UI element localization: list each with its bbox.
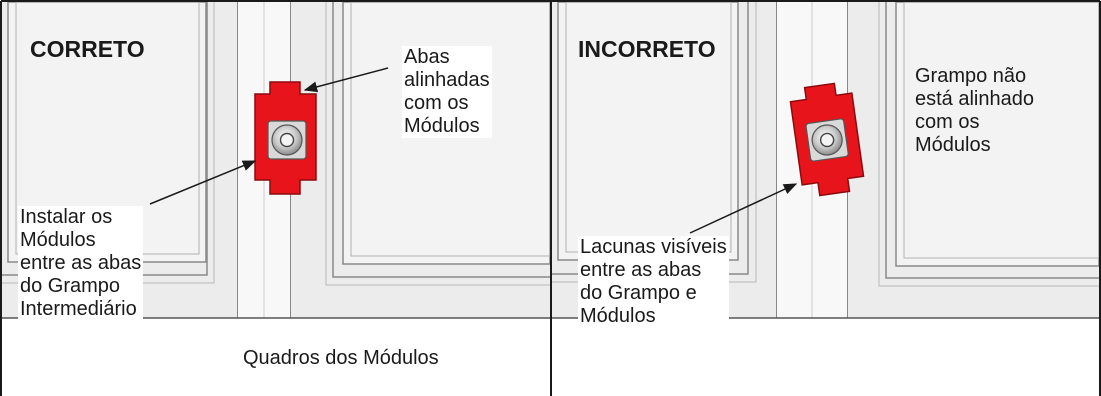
incorrect-panel xyxy=(552,1,1100,319)
incorrect-heading: INCORRETO xyxy=(578,36,716,62)
callout-tabs-aligned: Abas alinhadas com os Módulos xyxy=(402,46,492,138)
arrow-install-between xyxy=(149,160,257,205)
module-frames-label: Quadros dos Módulos xyxy=(243,347,439,369)
arrow-tabs-aligned xyxy=(303,67,389,93)
right-module xyxy=(846,1,1100,318)
callout-install-between-tabs: Instalar os Módulos entre as abas do Gra… xyxy=(18,206,144,321)
callout-visible-gaps: Lacunas visíveis entre as abas do Grampo… xyxy=(578,236,729,328)
mid-clamp-aligned xyxy=(254,81,317,195)
arrow-visible-gaps xyxy=(689,183,798,234)
mid-clamp-misaligned xyxy=(789,82,865,197)
callout-clamp-misaligned: Grampo não está alinhado com os Módulos xyxy=(915,65,1034,156)
correct-heading: CORRETO xyxy=(30,36,145,62)
